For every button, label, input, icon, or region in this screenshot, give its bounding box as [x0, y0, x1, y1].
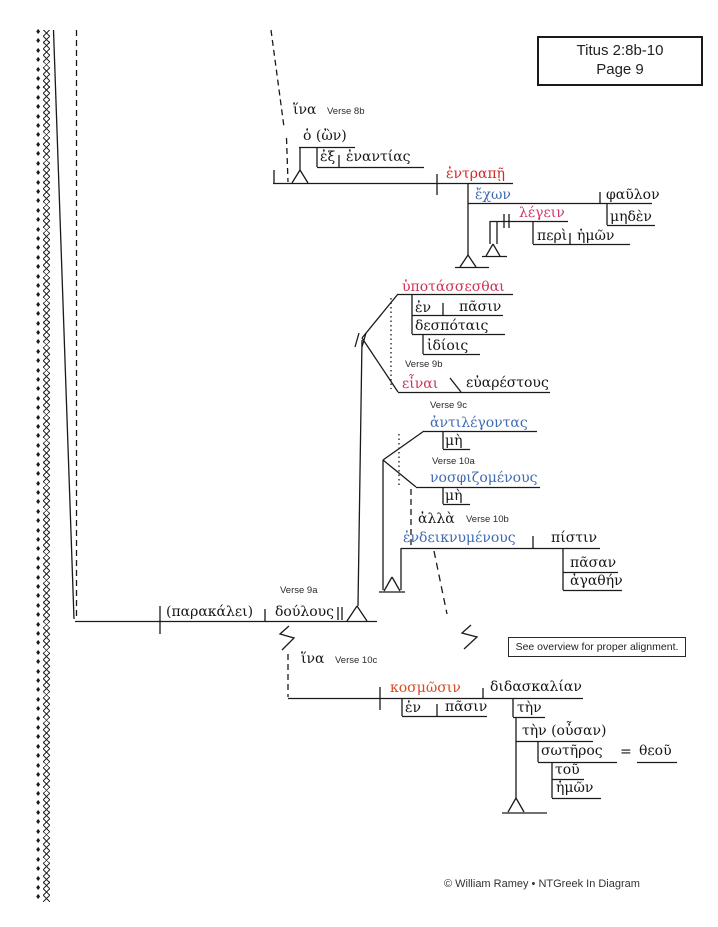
word-en-9: ἐν: [415, 300, 432, 316]
verse-label-8b: Verse 8b: [327, 106, 365, 117]
word-didaskalian: διδασκαλίαν: [490, 679, 582, 695]
participle-stand-lines: [379, 430, 622, 615]
word-me-9c: μὴ: [445, 433, 463, 449]
verse-label-10a: Verse 10a: [432, 456, 475, 467]
clause-10c-lines: [287, 654, 677, 814]
word-meden: μηδὲν: [610, 209, 652, 225]
word-hina-10c: ἵνα: [301, 651, 325, 667]
word-enantias: ἐναντίας: [346, 149, 411, 165]
alignment-note: See overview for proper alignment.: [515, 641, 679, 653]
word-entrape: ἐντραπῇ: [446, 166, 506, 182]
word-peri: περὶ: [537, 228, 568, 244]
word-despotais: δεσπόταις: [415, 318, 489, 334]
word-echon: ἔχων: [475, 187, 511, 203]
equals-sign: =: [620, 744, 632, 760]
word-alla: ἀλλὰ: [418, 511, 455, 527]
infinitive-stand-lines: [354, 293, 550, 394]
page-number: Page 9: [596, 61, 644, 78]
word-ho-on: ὁ (ὢν): [303, 128, 347, 144]
verse-label-9a: Verse 9a: [280, 585, 318, 596]
word-pasan: πᾶσαν: [570, 555, 617, 571]
word-hypotassesthai: ὑποτάσσεσθαι: [402, 279, 505, 295]
alignment-note-box: See overview for proper alignment.: [508, 637, 686, 657]
verse-label-9b: Verse 9b: [405, 359, 443, 370]
title-box: Titus 2:8b-10 Page 9: [537, 36, 703, 86]
page-title: Titus 2:8b-10: [576, 42, 664, 60]
word-ex: ἐξ: [320, 149, 336, 165]
binding-chain-border: [43, 30, 50, 902]
word-endeiknymenous: ἐνδεικνυμένους: [403, 530, 516, 546]
word-pasin-9: πᾶσιν: [459, 299, 502, 315]
word-tou: τοῦ: [555, 762, 580, 778]
word-hina-8b: ἵνα: [293, 102, 317, 118]
left-main-verticals: [52, 29, 78, 620]
word-ten-ousan: τὴν (οὖσαν): [522, 723, 607, 739]
word-hemon-8b: ἡμῶν: [577, 228, 615, 244]
word-euarestous: εὐαρέστους: [466, 375, 549, 391]
word-doulous: δούλους: [275, 604, 335, 620]
word-einai: εἶναι: [402, 376, 439, 392]
word-theou: θεοῦ: [639, 743, 672, 759]
word-hemon-10: ἡμῶν: [556, 780, 594, 796]
main-clause-9a-lines: [75, 339, 377, 634]
verse-label-9c: Verse 9c: [430, 400, 467, 411]
clause-8b-lines: [270, 29, 655, 269]
break-squiggles: [278, 624, 479, 651]
verse-label-10c: Verse 10c: [335, 655, 378, 666]
word-pasin-10: πᾶσιν: [445, 699, 488, 715]
copyright-footer: © William Ramey • NTGreek In Diagram: [444, 878, 640, 890]
word-kosmosin: κοσμῶσιν: [390, 680, 461, 696]
verse-label-10b: Verse 10b: [466, 514, 509, 525]
word-parakalei: (παρακάλει): [166, 604, 254, 620]
word-idiois: ἰδίοις: [427, 338, 469, 354]
word-legein: λέγειν: [519, 205, 565, 221]
word-soteros: σωτῆρος: [541, 743, 603, 759]
word-nosphizomenous: νοσφιζομένους: [430, 470, 538, 486]
binding-dots-border: ♦ ♦ ♦ ♦ ♦ ♦ ♦ ♦ ♦ ♦ ♦ ♦ ♦ ♦ ♦ ♦ ♦ ♦ ♦ ♦ …: [35, 28, 42, 902]
word-antilegontas: ἀντιλέγοντας: [430, 415, 528, 431]
word-me-10a: μὴ: [445, 488, 463, 504]
word-pistin: πίστιν: [551, 530, 597, 546]
word-ten: τὴν: [517, 700, 542, 716]
word-en-10: ἐν: [405, 700, 422, 716]
word-phaulon: φαῦλον: [606, 187, 660, 203]
word-agathen: ἀγαθήν: [570, 573, 623, 589]
